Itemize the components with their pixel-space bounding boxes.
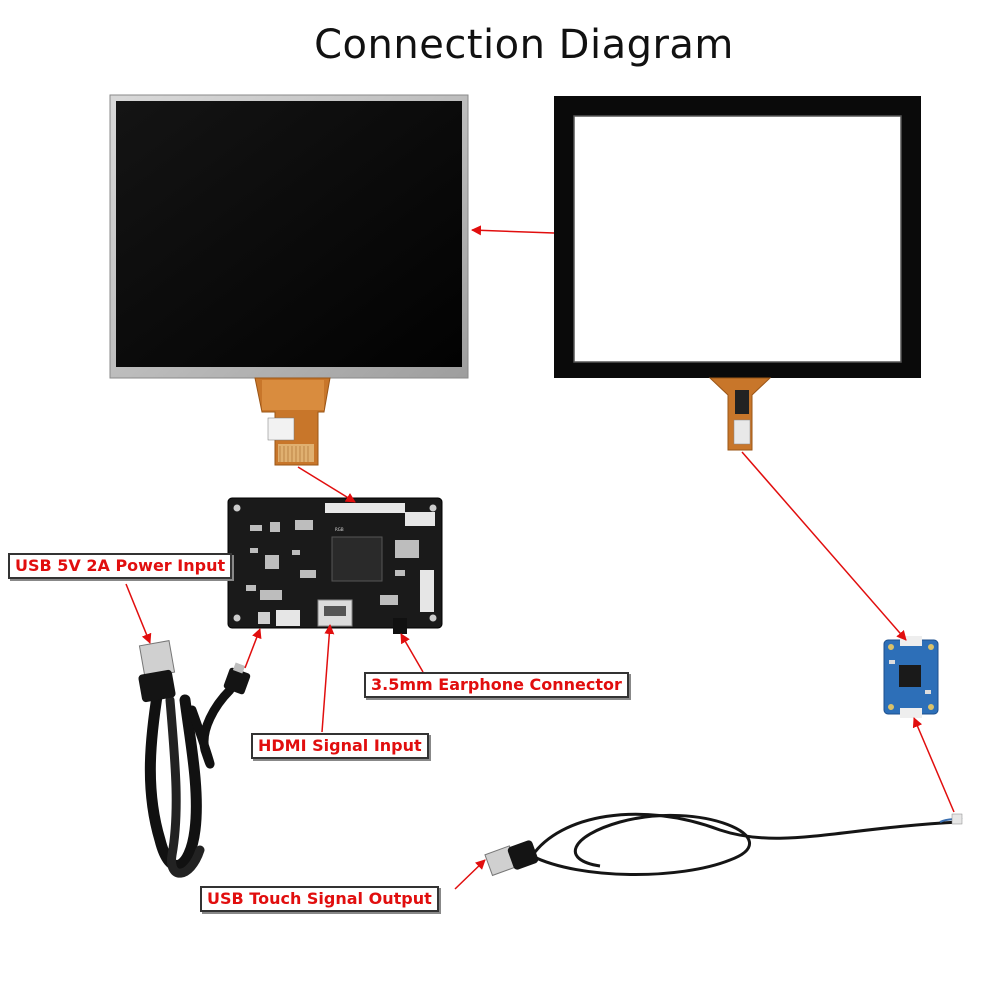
label-earphone-connector: 3.5mm Earphone Connector: [364, 672, 629, 698]
label-hdmi-input: HDMI Signal Input: [251, 733, 429, 759]
arrow-cable-to-controller: [912, 717, 955, 813]
lcd-panel: [109, 94, 469, 466]
usb-touch-cable: [484, 812, 963, 877]
touch-controller-board: [883, 636, 939, 718]
connection-arrows: [125, 225, 955, 890]
label-usb-touch-output: USB Touch Signal Output: [200, 886, 439, 912]
arrow-microusb: [244, 628, 262, 669]
arrow-touch-fpc-to-controller: [741, 451, 907, 641]
arrow-lcd-fpc-to-board: [297, 466, 356, 503]
touch-fpc-ribbon: [708, 377, 772, 451]
diagram-title: Connection Diagram: [314, 22, 734, 68]
usb-power-cable: [138, 640, 251, 878]
arrow-earphone: [400, 633, 424, 673]
arrow-hdmi: [321, 624, 335, 733]
lcd-fpc-ribbon: [254, 377, 331, 466]
arrow-power-label: [125, 583, 152, 644]
label-power-input: USB 5V 2A Power Input: [8, 553, 233, 579]
svg-text:RGB: RGB: [335, 527, 344, 532]
touch-panel: [554, 96, 921, 451]
arrow-touch-to-lcd: [471, 225, 555, 236]
arrow-usb-touch: [454, 859, 486, 890]
hdmi-driver-board: RGB: [227, 497, 443, 634]
